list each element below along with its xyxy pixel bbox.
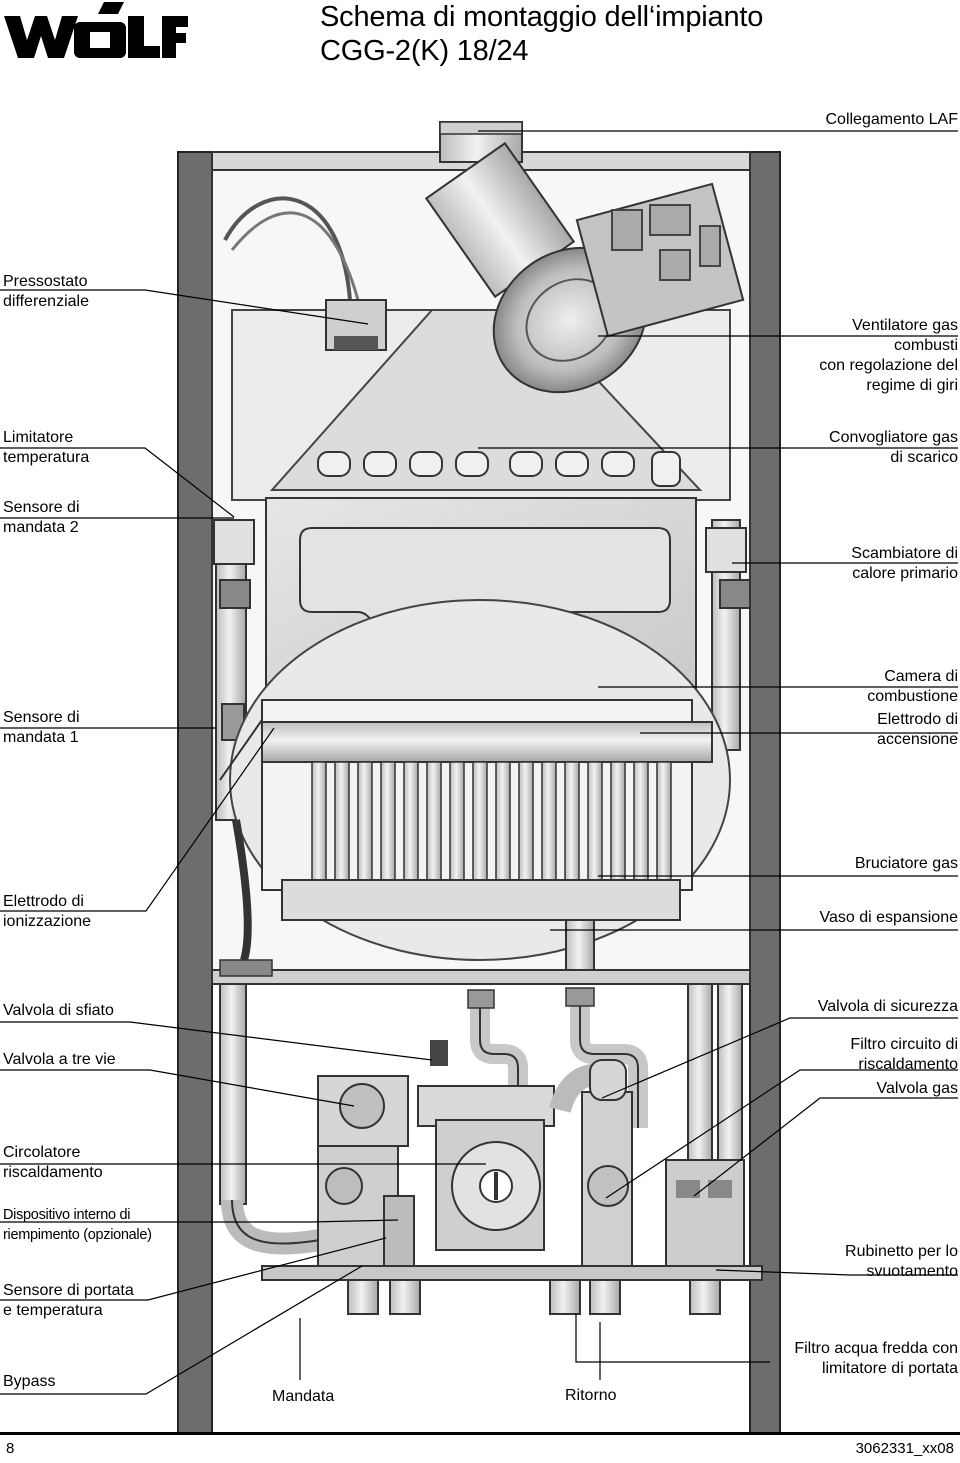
label-line: Sensore di portata <box>3 1282 134 1299</box>
label-heating-filter: Filtro circuito di riscaldamento <box>850 1035 958 1075</box>
page-title: Schema di montaggio dell‘impianto CGG-2(… <box>320 0 763 68</box>
burner-bar <box>587 761 603 881</box>
label-expansion-vessel: Vaso di espansione <box>820 908 958 928</box>
burner-bar <box>449 761 465 881</box>
burner-bar <box>541 761 557 881</box>
label-flow-sensor-2: Sensore di mandata 2 <box>3 498 80 538</box>
label-line: differenziale <box>3 293 89 310</box>
label-line: combusti <box>893 337 958 354</box>
label-temperature-limiter: Limitatore temperatura <box>3 428 89 468</box>
label-line: mandata 1 <box>3 729 79 746</box>
label-line: con regolazione del <box>819 357 958 374</box>
label-line: Dispositivo interno di <box>3 1207 131 1223</box>
footer-divider <box>0 1432 960 1435</box>
label-laf-connection: Collegamento LAF <box>825 110 958 130</box>
label-line: Elettrodo di <box>3 893 84 910</box>
label-line: regime di giri <box>866 377 958 394</box>
label-gas-burner: Bruciatore gas <box>855 854 958 874</box>
wolf-logo <box>4 2 188 58</box>
label-line: Scambiatore di <box>851 545 958 562</box>
label-flue-hood: Convogliatore gas di scarico <box>829 428 958 468</box>
label-bypass: Bypass <box>3 1372 55 1392</box>
label-line: calore primario <box>852 565 958 582</box>
label-line: Valvola di sicurezza <box>817 998 958 1015</box>
burner-bar <box>357 761 373 881</box>
label-line: Circolatore <box>3 1144 81 1161</box>
label-safety-valve: Valvola di sicurezza <box>818 997 958 1017</box>
label-line: Convogliatore gas <box>829 429 958 446</box>
label-three-way-valve: Valvola a tre vie <box>3 1050 116 1070</box>
label-line: Rubinetto per lo <box>845 1243 958 1260</box>
label-line: temperatura <box>3 449 90 466</box>
label-ignition-electrode: Elettrodo di accensione <box>877 710 958 750</box>
label-line: Camera di <box>884 668 958 685</box>
label-line: Sensore di <box>3 499 80 516</box>
label-cold-water-filter: Filtro acqua fredda con limitatore di po… <box>794 1339 958 1379</box>
label-return-ritorno: Ritorno <box>565 1387 617 1404</box>
label-line: Vaso di espansione <box>819 909 958 926</box>
label-line: Sensore di <box>3 709 80 726</box>
burner-bar <box>495 761 511 881</box>
burner-bar <box>380 761 396 881</box>
label-line: e temperatura <box>3 1302 103 1319</box>
label-line: Filtro circuito di <box>850 1036 958 1053</box>
title-line-1: Schema di montaggio dell‘impianto <box>320 1 764 33</box>
fan-assembly <box>424 141 745 394</box>
burner-bar <box>633 761 649 881</box>
lower-hydraulics <box>211 959 763 1315</box>
label-line: di scarico <box>890 449 958 466</box>
label-line: Valvola a tre vie <box>3 1051 116 1068</box>
label-line: svuotamento <box>866 1263 958 1280</box>
document-code: 3062331_xx08 <box>855 1440 954 1457</box>
burner-bar <box>426 761 442 881</box>
label-differential-pressure-switch: Pressostato differenziale <box>3 272 89 312</box>
label-line: Limitatore <box>3 429 74 446</box>
title-line-2: CGG-2(K) 18/24 <box>320 35 529 67</box>
label-line: accensione <box>877 731 958 748</box>
upper-housing <box>223 196 731 501</box>
label-flow-sensor-1: Sensore di mandata 1 <box>3 708 80 748</box>
label-line: Valvola gas <box>876 1080 958 1097</box>
label-line: Ventilatore gas <box>852 317 958 334</box>
label-line: Valvola di sfiato <box>3 1002 114 1019</box>
label-vent-valve: Valvola di sfiato <box>3 1001 114 1021</box>
burner-bar <box>564 761 580 881</box>
label-primary-heat-exchanger: Scambiatore di calore primario <box>851 544 958 584</box>
label-line: riscaldamento <box>858 1056 958 1073</box>
label-line: riscaldamento <box>3 1164 103 1181</box>
label-ionization-electrode: Elettrodo di ionizzazione <box>3 892 91 932</box>
burner-bar <box>656 761 672 881</box>
burner-bar <box>311 761 327 881</box>
burner <box>219 699 713 973</box>
label-heating-circulator: Circolatore riscaldamento <box>3 1143 103 1183</box>
label-gas-valve: Valvola gas <box>876 1079 958 1099</box>
label-line: Pressostato <box>3 273 88 290</box>
label-line: Elettrodo di <box>877 711 958 728</box>
burner-bar <box>472 761 488 881</box>
burner-bar <box>610 761 626 881</box>
burner-bar <box>403 761 419 881</box>
leader-lines <box>0 130 958 1395</box>
label-exhaust-fan: Ventilatore gas combusti con regolazione… <box>819 316 958 396</box>
label-line: Bruciatore gas <box>854 855 958 872</box>
label-line: Bypass <box>3 1373 56 1390</box>
burner-bar <box>334 761 350 881</box>
label-drain-tap: Rubinetto per lo svuotamento <box>845 1242 958 1282</box>
label-line: ionizzazione <box>3 913 92 930</box>
label-line: Collegamento LAF <box>825 111 958 128</box>
label-flow-temperature-sensor: Sensore di portata e temperatura <box>3 1281 134 1321</box>
label-line: Filtro acqua fredda con <box>794 1340 958 1357</box>
label-line: combustione <box>867 688 958 705</box>
label-flow-mandata: Mandata <box>272 1388 335 1405</box>
burner-bar <box>518 761 534 881</box>
label-line: limitatore di portata <box>821 1360 958 1377</box>
label-internal-filling-device: Dispositivo interno di riempimento (opzi… <box>3 1205 152 1245</box>
page-number: 8 <box>6 1440 15 1457</box>
label-line: riempimento (opzionale) <box>3 1227 152 1243</box>
label-combustion-chamber: Camera di combustione <box>867 667 958 707</box>
label-line: mandata 2 <box>3 519 79 536</box>
